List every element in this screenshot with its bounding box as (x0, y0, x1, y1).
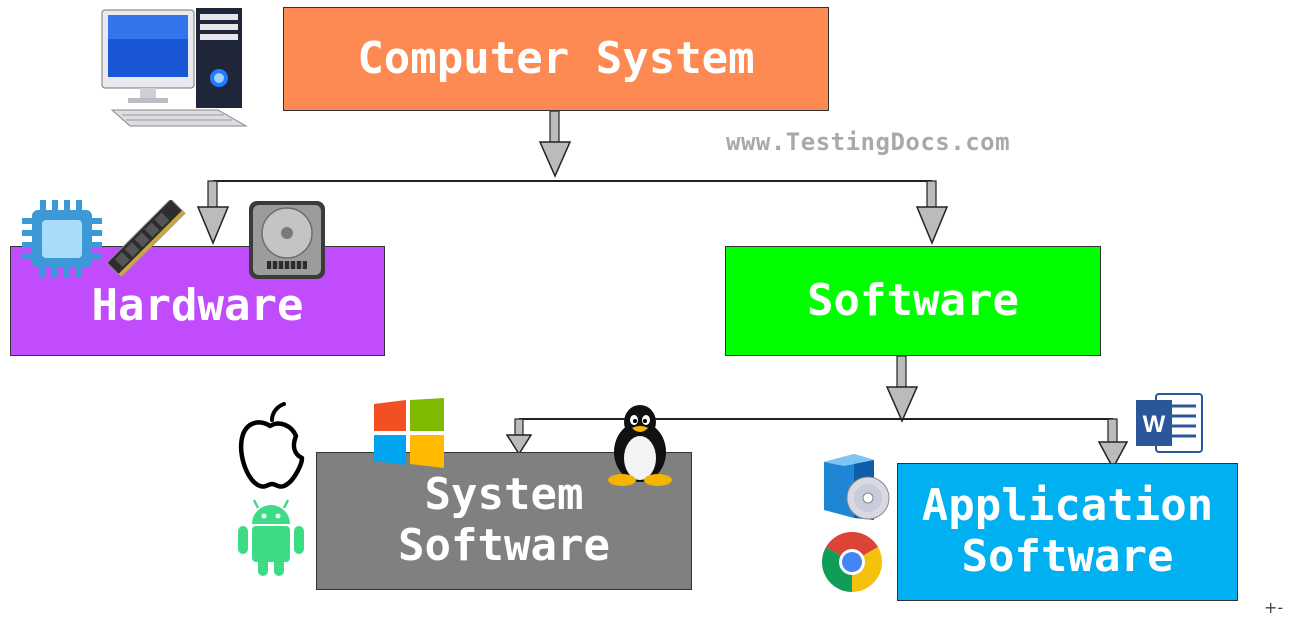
computer-system-box: Computer System (283, 7, 829, 111)
windows-logo-icon (374, 398, 444, 468)
word-icon-letter: W (1143, 411, 1166, 438)
linux-tux-icon (608, 405, 672, 486)
connector-software-children (885, 355, 919, 423)
connector-software (915, 180, 949, 245)
connector-application-software (1097, 418, 1129, 470)
hardware-label: Hardware (91, 279, 304, 331)
android-logo-icon (238, 499, 304, 576)
computer-system-label: Computer System (357, 32, 755, 84)
apple-logo-icon (238, 402, 305, 489)
system-software-line2: Software (398, 520, 610, 571)
desktop-computer-icon (101, 8, 248, 127)
system-software-line1: System (424, 469, 584, 521)
connector-hardware (196, 180, 230, 245)
connector-system-software (505, 418, 533, 456)
software-label: Software (807, 274, 1019, 326)
application-software-box: Application Software (897, 463, 1238, 601)
application-software-line2: Software (961, 531, 1174, 582)
hard-drive-icon (249, 201, 325, 279)
connector-root (538, 110, 572, 178)
watermark-text: www.TestingDocs.com (726, 128, 1011, 156)
ram-module-icon (106, 200, 186, 276)
chrome-logo-icon (822, 532, 882, 592)
application-software-line1: Application (921, 480, 1214, 532)
software-box: Software (725, 246, 1101, 356)
corner-mark: +- (1264, 598, 1284, 617)
word-logo-icon: W (1136, 393, 1203, 453)
software-box-cd-icon (824, 454, 890, 520)
cpu-chip-icon (22, 200, 102, 278)
